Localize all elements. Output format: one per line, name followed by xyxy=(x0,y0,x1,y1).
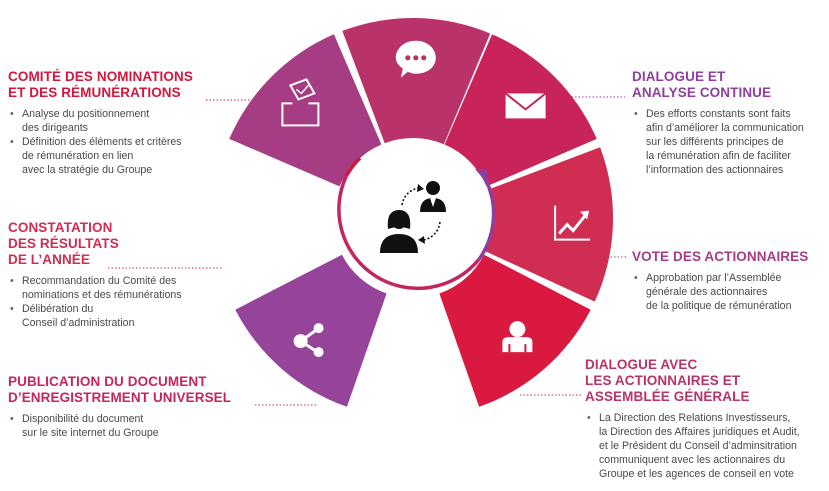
title-line: DIALOGUE AVEC xyxy=(585,357,698,372)
title-line: ANALYSE CONTINUE xyxy=(632,85,772,100)
bullet-line: La Direction des Relations Investisseurs… xyxy=(599,412,791,424)
bullet-line: sur le site internet du Groupe xyxy=(22,427,159,439)
bullet-item: Recommandation du Comité des nominations… xyxy=(8,274,248,302)
chart-growth-icon xyxy=(554,205,591,241)
title-line: CONSTATATION xyxy=(8,220,113,235)
bullet-item: Approbation par l’Assemblée générale des… xyxy=(632,271,828,313)
title-publication: PUBLICATION DU DOCUMENT D’ENREGISTREMENT… xyxy=(8,374,268,406)
segment-chat-bubble xyxy=(342,17,491,145)
title-constatation: CONSTATATION DES RÉSULTATS DE L’ANNÉE xyxy=(8,220,248,268)
block-constatation: CONSTATATION DES RÉSULTATS DE L’ANNÉE Re… xyxy=(8,220,248,330)
bullet-line: et le Président du Conseil d’adminsitrat… xyxy=(599,440,797,452)
bullet-line: afin d’améliorer la communication xyxy=(646,122,804,134)
segment-share xyxy=(235,254,387,407)
title-line: D’ENREGISTREMENT UNIVERSEL xyxy=(8,390,232,405)
cycle-arrow-left xyxy=(344,156,362,178)
bullet-line: Des efforts constants sont faits xyxy=(646,108,791,120)
title-line: COMITÉ DES NOMINATIONS xyxy=(8,69,193,84)
bullet-line: de la politique de rémunération xyxy=(646,300,792,312)
bullet-line: l’information des actionnaires xyxy=(646,164,784,176)
title-dialogue-continue: DIALOGUE ET ANALYSE CONTINUE xyxy=(632,69,828,101)
block-comite: COMITÉ DES NOMINATIONS ET DES RÉMUNÉRATI… xyxy=(8,69,248,177)
block-dialogue-ag: DIALOGUE AVEC LES ACTIONNAIRES ET ASSEMB… xyxy=(585,357,828,481)
bullet-list-dialogue-ag: La Direction des Relations Investisseurs… xyxy=(585,411,828,481)
bullet-list-comite: Analyse du positionnement des dirigeants… xyxy=(8,107,248,177)
bullet-line: la Direction des Affaires juridiques et … xyxy=(599,426,800,438)
person-icon xyxy=(502,321,533,353)
bullet-line: Approbation par l’Assemblée xyxy=(646,272,782,284)
bullet-list-vote: Approbation par l’Assemblée générale des… xyxy=(632,271,828,313)
title-line: ET DES RÉMUNÉRATIONS xyxy=(8,85,181,100)
share-icon xyxy=(293,323,324,358)
title-line: VOTE DES ACTIONNAIRES xyxy=(632,249,809,264)
segment-ballot-box xyxy=(229,34,382,187)
bullet-item: La Direction des Relations Investisseurs… xyxy=(585,411,828,481)
chat-bubble-icon xyxy=(395,40,436,78)
title-dialogue-ag: DIALOGUE AVEC LES ACTIONNAIRES ET ASSEMB… xyxy=(585,357,828,405)
bullet-item: Définition des éléments et critères de r… xyxy=(8,135,248,177)
bullet-list-publication: Disponibilité du document sur le site in… xyxy=(8,412,268,440)
bullet-line: la rémunération afin de faciliter xyxy=(646,150,791,162)
bullet-line: sur les différents principes de xyxy=(646,136,784,148)
bullet-line: Recommandation du Comité des xyxy=(22,275,177,287)
bullet-line: Définition des éléments et critères xyxy=(22,136,182,148)
bullet-line: Conseil d’administration xyxy=(22,317,135,329)
bullet-item: Analyse du positionnement des dirigeants xyxy=(8,107,248,135)
title-line: ASSEMBLÉE GÉNÉRALE xyxy=(585,389,750,404)
dialogue-people-icon xyxy=(380,181,446,253)
segment-chart-growth xyxy=(485,147,614,302)
block-publication: PUBLICATION DU DOCUMENT D’ENREGISTREMENT… xyxy=(8,374,268,440)
bullet-line: Délibération du xyxy=(22,303,94,315)
bullet-list-dialogue-continue: Des efforts constants sont faits afin d’… xyxy=(632,107,828,177)
bullet-line: générale des actionnaires xyxy=(646,286,768,298)
bullet-item: Disponibilité du document sur le site in… xyxy=(8,412,268,440)
bullet-line: Disponibilité du document xyxy=(22,413,144,425)
cycle-arrow-head xyxy=(475,169,488,182)
bullet-line: avec la stratégie du Groupe xyxy=(22,164,153,176)
bullet-line: des dirigeants xyxy=(22,122,88,134)
title-line: DE L’ANNÉE xyxy=(8,252,91,267)
cycle-arrow xyxy=(337,175,480,291)
bullet-line: Analyse du positionnement xyxy=(22,108,150,120)
bullet-line: de rémunération en lien xyxy=(22,150,134,162)
ballot-box-icon xyxy=(281,78,320,127)
center-circle xyxy=(343,148,483,288)
bullet-item: Délibération du Conseil d’administration xyxy=(8,302,248,330)
title-line: DIALOGUE ET xyxy=(632,69,726,84)
title-comite: COMITÉ DES NOMINATIONS ET DES RÉMUNÉRATI… xyxy=(8,69,248,101)
bullet-line: communiquent avec les actionnaires du xyxy=(599,454,786,466)
block-dialogue-continue: DIALOGUE ET ANALYSE CONTINUE Des efforts… xyxy=(632,69,828,177)
title-line: PUBLICATION DU DOCUMENT xyxy=(8,374,207,389)
title-line: LES ACTIONNAIRES ET xyxy=(585,373,741,388)
cycle-arrow-right xyxy=(477,175,496,261)
bullet-item: Des efforts constants sont faits afin d’… xyxy=(632,107,828,177)
title-vote: VOTE DES ACTIONNAIRES xyxy=(632,249,828,265)
envelope-icon xyxy=(504,92,547,119)
title-line: DES RÉSULTATS xyxy=(8,236,119,251)
block-vote: VOTE DES ACTIONNAIRES Approbation par l’… xyxy=(632,249,828,313)
bullet-line: nominations et des rémunérations xyxy=(22,289,182,301)
bullet-line: Groupe et les agences de conseil en vote xyxy=(599,468,794,480)
bullet-list-constatation: Recommandation du Comité des nominations… xyxy=(8,274,248,330)
